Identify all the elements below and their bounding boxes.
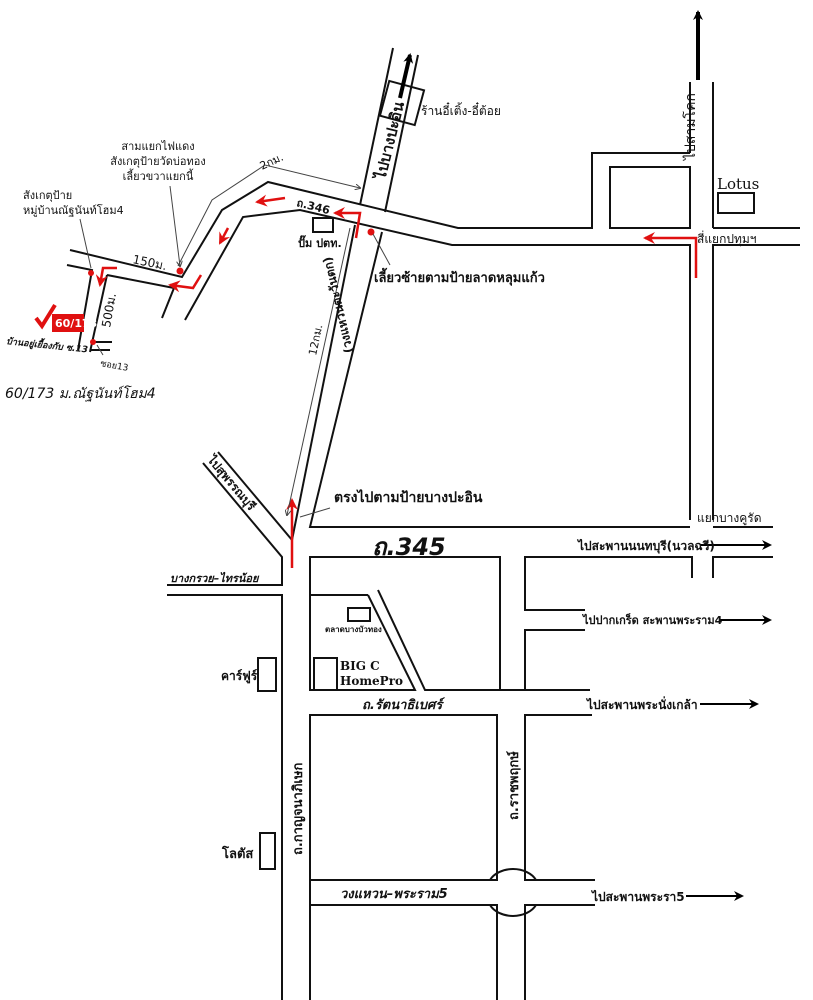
arrow-down-icon [218,227,230,245]
block-4 [712,556,773,578]
ring-west-edge [291,224,356,541]
ring-east-edge [308,231,690,528]
label-to-sam-khok: ไปสามโคก [682,93,699,161]
label-kanchanaphisek: ถ.กาญจนาภิเษก [291,763,306,855]
pointer-line [169,185,180,266]
arrow-left-icon [333,207,362,239]
label-rattanathibet: ถ.รัตนาธิเบศร์ [362,697,445,713]
road-346-south-edge-east [712,244,800,520]
roundabout [489,868,537,917]
lotus-south-building [259,832,276,870]
ring-rama5-bottom-east [524,904,595,1000]
block-2 [524,629,585,690]
arrow-down-icon [95,266,117,287]
road-346-north-edge [69,152,690,279]
house-number: 60/173 [55,317,97,330]
arrow-left-icon [643,232,698,278]
note-turn-right: เลี้ยวขวาแยกนี้ [123,168,194,183]
ptt-station-building [312,217,334,233]
shop-building [378,79,426,127]
label-homepro: HomePro [340,674,403,688]
note-traffic-light: สามแยกไฟแดง [121,140,194,153]
label-big-c: BIG C [340,659,380,673]
note-wat-bo-thong: สังเกตุป้ายวัดบ่อทอง [110,155,205,168]
pointer-line [79,218,92,269]
location-dot-icon [176,267,184,275]
label-to-pak-kret: ไปปากเกร็ด สะพานพระราม4 [581,613,723,627]
label-to-nonthaburi: ไปสะพานนนทบุรี(นวลฉวี) [576,538,715,554]
bigc-building [313,657,338,691]
roads [66,47,800,1000]
block-diagonal [309,594,417,691]
label-bang-khu-rat: แยกบางคูรัด [697,511,762,526]
arrow-left-icon [168,274,203,293]
house-number-badge [52,314,84,332]
arrow-up-icon [398,53,414,99]
block-3 [524,556,693,611]
label-market: ตลาดบางบัวทอง [325,625,382,634]
lotus-north-building [717,192,755,214]
road-bang-pa-in-west-edge [359,47,394,206]
pointer-line [299,507,331,518]
pointer-line [372,233,391,266]
location-dot-icon [90,339,96,345]
checkmark-icon [34,303,57,330]
block-1 [309,556,501,691]
road-346-south-edge-2 [184,208,691,520]
carrefour-building [257,657,277,692]
label-lotus-south: โลตัส [221,845,253,862]
arrow-left-icon [255,194,286,207]
soi-west-edge [66,264,94,351]
rattanathibet-bottom [309,714,498,1000]
label-to-phra-nang-klao: ไปสะพานพระนั่งเกล้า [585,696,698,712]
label-pathum-junction: สี่แยกปทุมฯ [697,230,757,247]
suphan-edge-2 [167,462,283,586]
road-bang-pa-in-east-edge [384,54,419,213]
label-address: 60/173 ม.ณัฐนันท์โฮม4 [5,385,156,402]
market-building [347,607,371,622]
label-to-rama5: ไปสะพานพระรา5 [590,889,685,904]
pointer-line [96,344,104,356]
rattanathibet-bottom-east [524,714,595,881]
label-500m: 500ม. [99,292,119,329]
label-soi-13: ซอย13 [99,359,129,374]
label-to-bang-pa-in: ไปบางปะอิน [370,99,408,183]
building-block [609,166,691,229]
label-to-suphanburi: ไปสุพรรณบุรี [203,451,260,515]
kanchanaphisek-west [167,594,283,1000]
distance-2km-line [177,164,360,267]
label-ptt-station: ปั๊ม ปตท. [298,235,342,250]
label-ring-rama5: วงแหวน–พระราม5 [340,887,448,902]
label-carrefour: คาร์ฟูร์ [221,669,258,684]
label-lotus-north: Lotus [717,175,759,193]
label-12km: 12กม. [306,323,325,356]
note-village-name: หมู่บ้านณัฐนันท์โฮม4 [23,203,124,217]
label-ratchaphruek: ถ.ราชพฤกษ์ [506,751,522,820]
suphan-edge-1 [217,451,293,541]
distance-12km-line [287,227,351,515]
ring-rama5-bottom [310,904,498,1000]
note-observe-sign: สังเกตุป้าย [23,189,72,202]
route-arrows [88,194,698,568]
label-road-345: ถ.345 [372,533,446,561]
label-turn-left: เลี้ยวซ้ายตามป้ายลาดหลุมแก้ว [374,267,545,286]
location-dot-icon [88,270,94,276]
label-shop: ร้านอี๋เติ้ง-อี๋ต้อย [421,101,501,118]
label-house-note: บ้านอยู่เยื้องกับ ซ.13 [6,334,89,356]
label-go-straight: ตรงไปตามป้ายบางปะอิน [334,488,483,506]
label-bang-kruai-sai-noi: บางกรวย–ไทรน้อย [170,571,260,585]
location-dot-icon [367,228,375,236]
